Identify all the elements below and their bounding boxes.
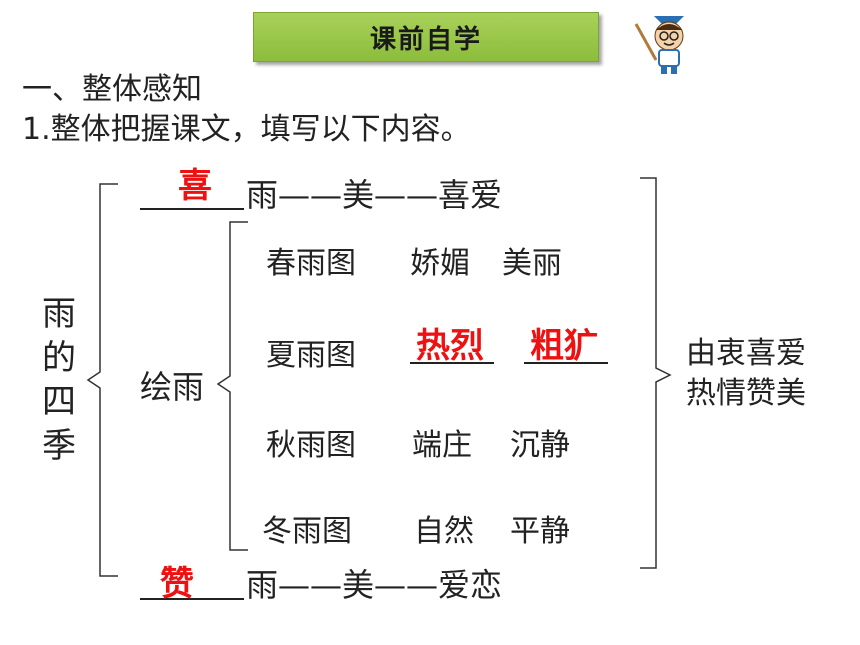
right-label-line: 热情赞美 (686, 376, 806, 411)
scene-word: 平静 (510, 514, 570, 549)
teacher-mascot-icon (634, 16, 684, 74)
right-label: 由衷喜爱 热情赞美 (686, 334, 806, 414)
left-label: 雨 的 四 季 (42, 292, 76, 468)
scene-name: 冬雨图 (262, 514, 352, 549)
scene-word: 端庄 (412, 428, 472, 463)
banner-title: 课前自学 (369, 24, 482, 55)
left-label-char: 雨 (42, 294, 76, 334)
scene-word: 娇媚 (410, 246, 470, 281)
scene-word: 美丽 (502, 246, 562, 281)
answer-blank (410, 362, 494, 364)
scene-word: 沉静 (510, 428, 570, 463)
top-row-text: 雨——美——喜爱 (246, 176, 503, 214)
scene-answer: 热烈 (416, 326, 484, 366)
left-label-char: 季 (42, 426, 76, 466)
scene-name: 春雨图 (266, 246, 356, 281)
scene-answer: 粗犷 (530, 326, 598, 366)
scene-name: 夏雨图 (266, 338, 356, 373)
section-heading: 一、整体感知 (22, 72, 202, 107)
top-answer-blank (140, 206, 244, 210)
section-banner: 课前自学 (253, 12, 599, 62)
right-label-line: 由衷喜爱 (686, 336, 806, 371)
middle-label: 绘雨 (140, 368, 205, 406)
bottom-row-text: 雨——美——爱恋 (246, 566, 503, 604)
scene-name: 秋雨图 (266, 428, 356, 463)
bottom-answer: 赞 (160, 564, 194, 604)
answer-blank (524, 362, 608, 364)
left-label-char: 四 (42, 382, 76, 422)
left-label-char: 的 (42, 338, 76, 378)
scene-word: 自然 (414, 514, 474, 549)
top-answer: 喜 (178, 166, 212, 206)
instruction-text: 1.整体把握课文，填写以下内容。 (22, 112, 471, 147)
bottom-answer-blank (140, 596, 244, 600)
